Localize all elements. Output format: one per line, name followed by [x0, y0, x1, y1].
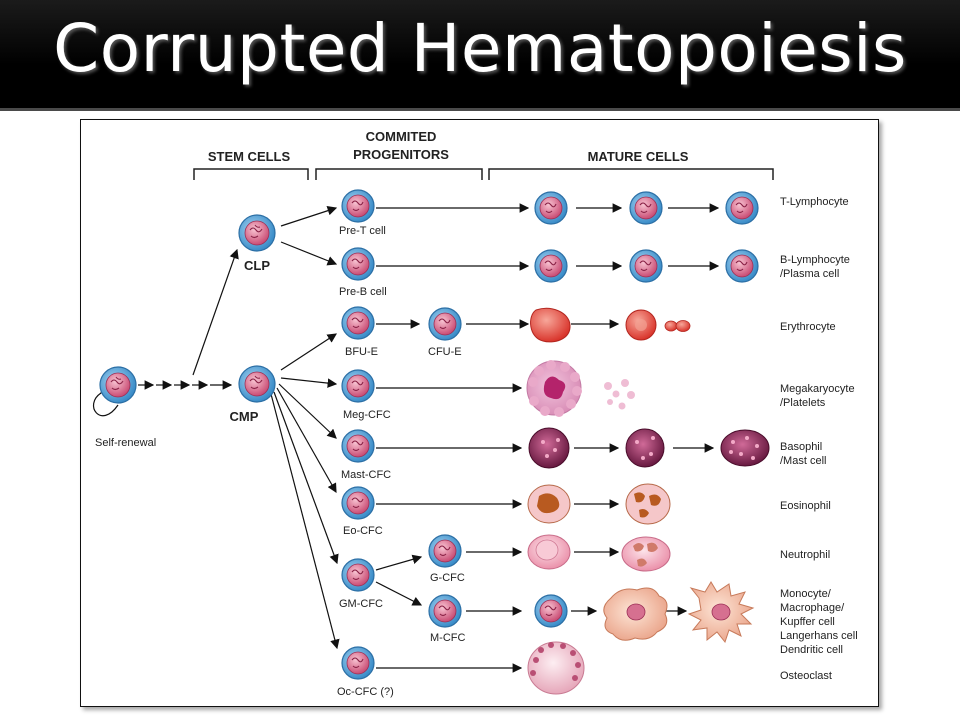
label-mast-cfc: Mast-CFC: [341, 469, 391, 481]
label-mast-cell: /Mast cell: [780, 455, 826, 467]
title-bar: Corrupted Hematopoiesis: [0, 0, 960, 111]
label-platelets: /Platelets: [780, 397, 826, 409]
header-stem-text: STEM CELLS: [208, 149, 291, 164]
bracket-stem: [193, 168, 309, 180]
t-lymph-stage2-icon: [629, 191, 663, 225]
header-committed: COMMITED PROGENITORS: [315, 129, 483, 180]
monocyte-icon: [534, 594, 568, 628]
label-basophil: Basophil: [780, 441, 822, 453]
erythrocyte-icon: [664, 320, 691, 332]
g-cfc-cell-icon: [428, 534, 462, 568]
promyelocyte-icon: [527, 534, 571, 570]
pre-t-cell-icon: [341, 189, 375, 223]
bracket-mature: [488, 168, 774, 180]
gm-cfc-cell-icon: [341, 558, 375, 592]
self-renewal-loop-icon: [92, 384, 119, 417]
eosinophil-icon: [625, 483, 671, 525]
m-cfc-cell-icon: [428, 594, 462, 628]
label-clp: CLP: [244, 258, 270, 273]
t-lymph-stage1-icon: [534, 191, 568, 225]
mast-cell-icon: [720, 429, 770, 467]
label-cfu-e: CFU-E: [428, 346, 462, 358]
bracket-committed: [315, 168, 483, 180]
clp-cell-icon: [238, 214, 276, 252]
label-bfu-e: BFU-E: [345, 346, 378, 358]
label-gm-cfc: GM-CFC: [339, 598, 383, 610]
label-oc-cfc: Oc-CFC (?): [337, 686, 394, 698]
label-neutrophil: Neutrophil: [780, 549, 830, 561]
label-t-lymphocyte: T-Lymphocyte: [780, 196, 849, 208]
neutrophil-icon: [621, 536, 671, 572]
label-g-cfc: G-CFC: [430, 572, 465, 584]
label-meg-cfc: Meg-CFC: [343, 409, 391, 421]
hematopoiesis-figure: STEM CELLS COMMITED PROGENITORS MATURE C…: [80, 119, 879, 707]
osteoclast-icon: [527, 641, 585, 695]
label-m-cfc: M-CFC: [430, 632, 465, 644]
label-plasma-cell: /Plasma cell: [780, 268, 839, 280]
label-pre-t: Pre-T cell: [339, 225, 386, 237]
header-committed-line1: COMMITED: [366, 129, 437, 144]
label-eo-cfc: Eo-CFC: [343, 525, 383, 537]
oc-cfc-cell-icon: [341, 646, 375, 680]
platelets-icon: [604, 379, 635, 410]
meg-cfc-cell-icon: [341, 369, 375, 403]
label-b-lymphocyte: B-Lymphocyte: [780, 254, 850, 266]
cfu-e-cell-icon: [428, 307, 462, 341]
eo-cfc-cell-icon: [341, 486, 375, 520]
label-erythrocyte: Erythrocyte: [780, 321, 836, 333]
label-pre-b: Pre-B cell: [339, 286, 387, 298]
header-mature: MATURE CELLS: [488, 149, 774, 180]
label-langerhans-cell: Langerhans cell: [780, 630, 858, 642]
label-eosinophil: Eosinophil: [780, 500, 831, 512]
mast-cfc-cell-icon: [341, 429, 375, 463]
cmp-cell-icon: [238, 365, 276, 403]
dendritic-cell-icon: [687, 581, 755, 644]
label-self-renewal: Self-renewal: [95, 437, 156, 449]
t-lymphocyte-icon: [725, 191, 759, 225]
header-mature-text: MATURE CELLS: [588, 149, 689, 164]
reticulocyte-icon: [625, 309, 657, 341]
slide-title: Corrupted Hematopoiesis: [53, 9, 907, 87]
label-megakaryocyte: Megakaryocyte: [780, 383, 855, 395]
pre-b-cell-icon: [341, 247, 375, 281]
hsc-cell-icon: [99, 366, 137, 404]
label-macrophage: Macrophage/: [780, 602, 845, 614]
macrophage-icon: [603, 587, 668, 641]
label-kupffer-cell: Kupffer cell: [780, 616, 835, 628]
megakaryocyte-icon: [526, 360, 582, 417]
b-lymphocyte-icon: [725, 249, 759, 283]
eosinophil-precursor-icon: [527, 484, 571, 524]
label-monocyte: Monocyte/: [780, 588, 832, 600]
header-stem-cells: STEM CELLS: [193, 149, 309, 180]
lineage-arrows: [138, 203, 720, 673]
b-lymph-stage1-icon: [534, 249, 568, 283]
label-dendritic-cell: Dendritic cell: [780, 644, 843, 656]
b-lymph-stage2-icon: [629, 249, 663, 283]
header-committed-line2: PROGENITORS: [353, 147, 449, 162]
basophil-precursor-icon: [528, 427, 570, 469]
bfu-e-cell-icon: [341, 306, 375, 340]
hematopoiesis-diagram: STEM CELLS COMMITED PROGENITORS MATURE C…: [92, 129, 858, 698]
label-cmp: CMP: [230, 409, 259, 424]
label-osteoclast: Osteoclast: [780, 670, 832, 682]
basophil-icon: [625, 428, 665, 468]
erythroblast-icon: [530, 307, 571, 343]
